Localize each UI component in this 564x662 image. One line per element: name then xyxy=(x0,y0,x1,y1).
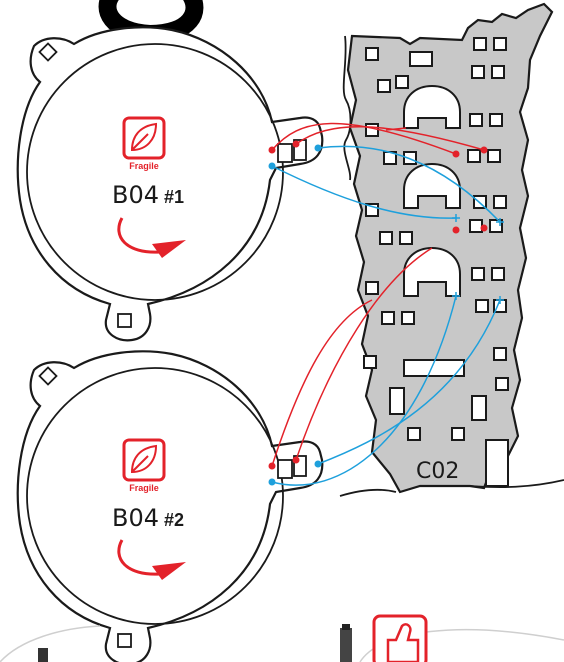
step-number-text: 8 xyxy=(152,7,153,9)
rotate-arrow-icon xyxy=(117,217,186,258)
connector-2 xyxy=(277,455,307,479)
wires-part-1 xyxy=(268,122,504,234)
panel-label: C02 xyxy=(416,459,459,484)
part-code: B04 xyxy=(112,504,159,532)
next-step-preview xyxy=(0,614,564,662)
thumbs-up-icon xyxy=(372,614,428,662)
fragile-label: Fragile xyxy=(129,483,159,493)
tool-icon xyxy=(38,624,352,662)
fragile-label: Fragile xyxy=(129,161,159,171)
part-b04-2: Fragile B04 #2 xyxy=(16,350,324,662)
leaf-icon xyxy=(122,116,166,160)
panel-c02: C02 xyxy=(346,2,554,494)
leaf-icon xyxy=(122,438,166,482)
connector-1 xyxy=(277,139,307,163)
part-suffix: #2 xyxy=(164,510,184,530)
base-sheet xyxy=(339,35,564,497)
wires-part-2 xyxy=(268,247,504,486)
part-code: B04 xyxy=(112,181,159,209)
rotate-arrow-icon xyxy=(117,539,186,580)
part-suffix: #1 xyxy=(164,187,184,207)
part-b04-1: Fragile B04 #1 xyxy=(16,26,324,342)
